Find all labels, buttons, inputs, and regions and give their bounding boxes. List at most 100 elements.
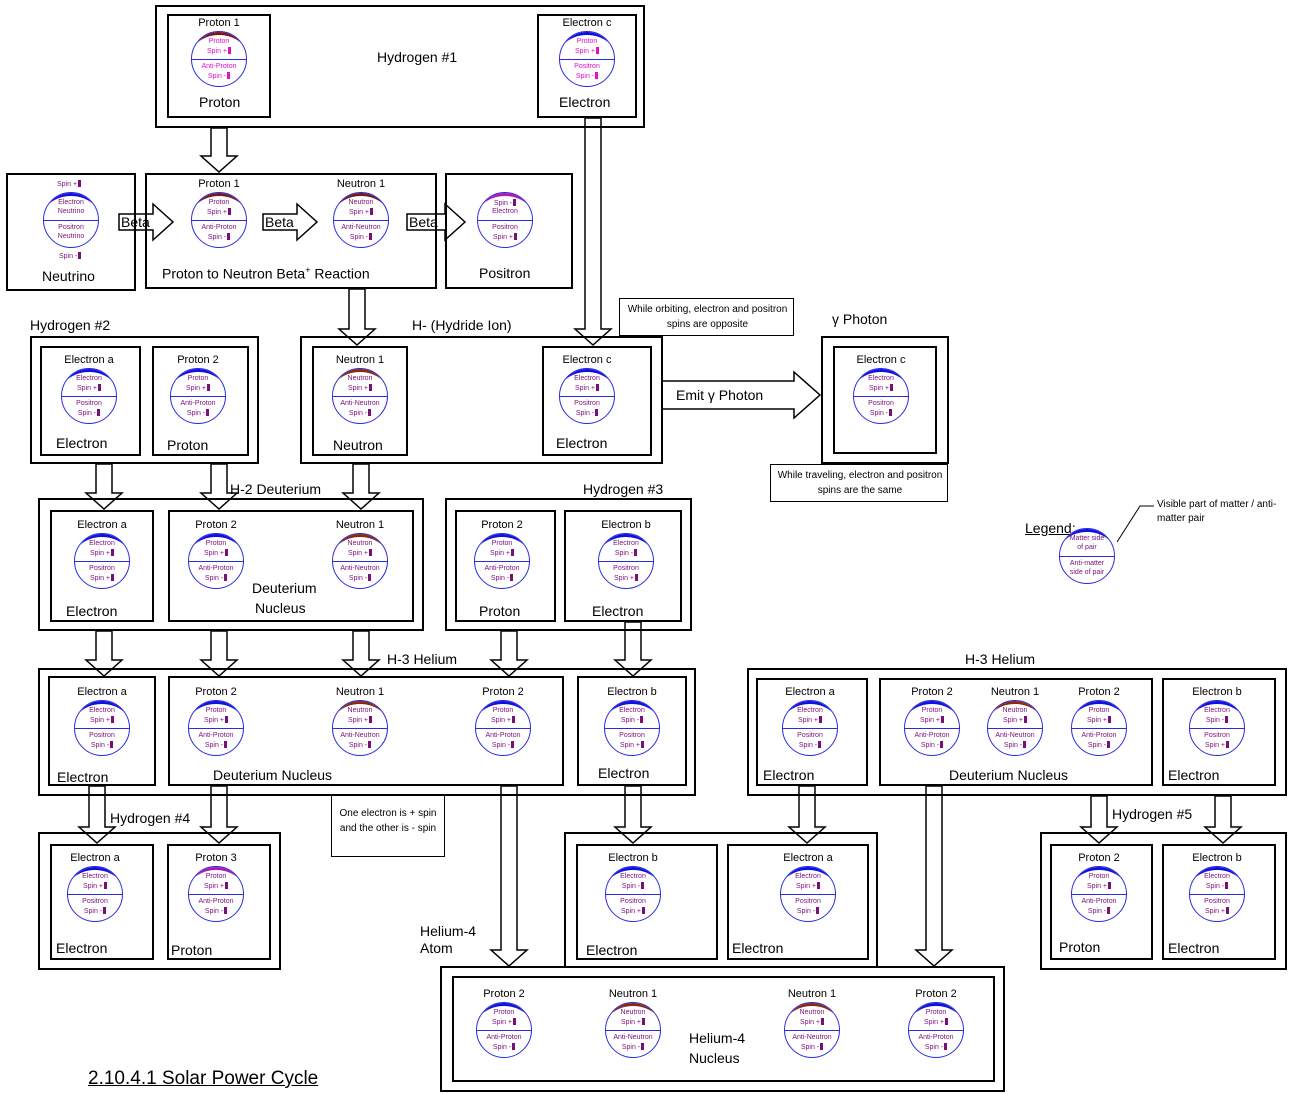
spin-bar [642,1017,646,1025]
spin-bar [641,881,645,889]
particle-title: Proton 2 [195,686,237,698]
arrow-he3-nucleus-down [489,785,529,968]
spin-bar [510,573,514,581]
spin-bar [111,548,115,556]
particle-line-2: Spin + [781,881,835,892]
particle-title: Proton 1 [198,17,240,29]
particle-line-2: Spin + [333,548,387,559]
particle-title: Proton 2 [911,686,953,698]
particle-line-3: Anti-Proton [1081,732,1117,739]
spin-bar [595,408,599,416]
particle-line-1: Proton [205,707,227,714]
spin-bar [368,740,372,748]
spin-bar [595,71,599,79]
particle-line-4: Spin - [192,71,246,82]
particle-line-4: Spin - [988,740,1042,751]
particle-line-2: Spin - [605,715,659,726]
particle-title: Electron a [70,852,120,864]
particle-line-3: Positron [76,400,102,407]
particle-line-1: Electron [613,540,639,547]
particle-line-3: Positron [613,565,639,572]
deuterium-label: H-2 Deuterium [230,481,322,497]
particle-title: Proton 2 [195,519,237,531]
neutrino-neutrino-spin-top: Spin + [57,180,82,188]
spin-bar [368,408,372,416]
particle-line-3: Anti-Proton [198,732,234,739]
hydrogen2-label: Hydrogen #2 [30,317,111,333]
spin-bar [941,715,945,723]
particle-line-1: Electron [620,873,646,880]
particle-line-3: Positron [58,224,84,231]
h4-electron-caption: Electron [56,940,108,956]
particle-line-1: Spin - [478,199,532,209]
spin-bar [513,199,517,206]
particle-line-4: Spin + [75,573,129,584]
spin-bar [206,408,210,416]
particle-title: Electron c [562,17,612,29]
particle-line-2: Spin + [68,881,122,892]
particle-line-4: Spin - [854,408,908,419]
spin-bar [225,715,229,723]
particle-line-1: Neutron [799,1009,825,1016]
spin-bar [111,573,115,581]
particle-line-4: Spin - [1072,740,1126,751]
he3l-nucleus-caption: Deuterium Nucleus [213,767,333,783]
particle-line-2: Spin + [333,383,387,394]
particle-title: Proton 3 [195,852,237,864]
legend-pointer-line [1116,505,1154,543]
spin-bar [635,573,639,581]
particle-title: Electron b [601,519,651,531]
helium3-left-electron-box [48,676,156,786]
spin-bar [511,740,515,748]
particle-line-2: Spin + [606,1017,660,1028]
spin-bar [98,383,102,391]
particle-line-4: Spin - [560,408,614,419]
arrow-hydride-neutron-down [341,463,381,511]
spin-bar [224,740,228,748]
spin-bar [370,207,374,215]
particle-title: Electron b [607,686,657,698]
particle-line-3: Anti-Proton [201,224,237,231]
spin-bar [228,46,232,54]
positron-box [445,173,573,289]
particle-line-3: Positron [574,63,600,70]
particle-line-1: Electron [574,375,600,382]
particle-title: Proton 2 [915,988,957,1000]
hydrogen2-electron-box [40,346,141,456]
particle-line-1: Electron [89,540,115,547]
particle-line-4: Spin - [476,740,530,751]
spin-bar [225,881,229,889]
particle-line-4: Spin - [333,408,387,419]
particle-line-4: Spin - [475,573,529,584]
hydrogen1-label: Hydrogen #1 [377,49,458,65]
particle-line-1: Proton [921,707,943,714]
spin-bar [369,715,373,723]
he4-electron-b-caption: Electron [586,942,638,958]
particle-line-2: Spin + [192,46,246,57]
particle-line-3: Positron [619,732,645,739]
particle-line-4: Neutrino [57,232,85,240]
particle-line-2: Spin + [475,548,529,559]
particle-line-1: Proton [492,707,514,714]
particle-line-2: Spin + [192,207,246,218]
particle-line-3: Anti-Proton [484,565,520,572]
particle-line-1: Neutron [347,707,373,714]
particle-line-3: Anti-Proton [1081,898,1117,905]
arrow-electronc-down [573,117,613,347]
particle-line-1: Proton [576,38,598,45]
legend-note: Visible part of matter / anti-matter pai… [1157,499,1277,524]
particle-line-3: Anti-Neutron [792,1034,832,1041]
particle-line-1: Matter side [1069,535,1105,542]
particle-line-1: Electron [89,707,115,714]
spin-bar [228,207,232,215]
particle-title: Neutron 1 [335,519,385,531]
